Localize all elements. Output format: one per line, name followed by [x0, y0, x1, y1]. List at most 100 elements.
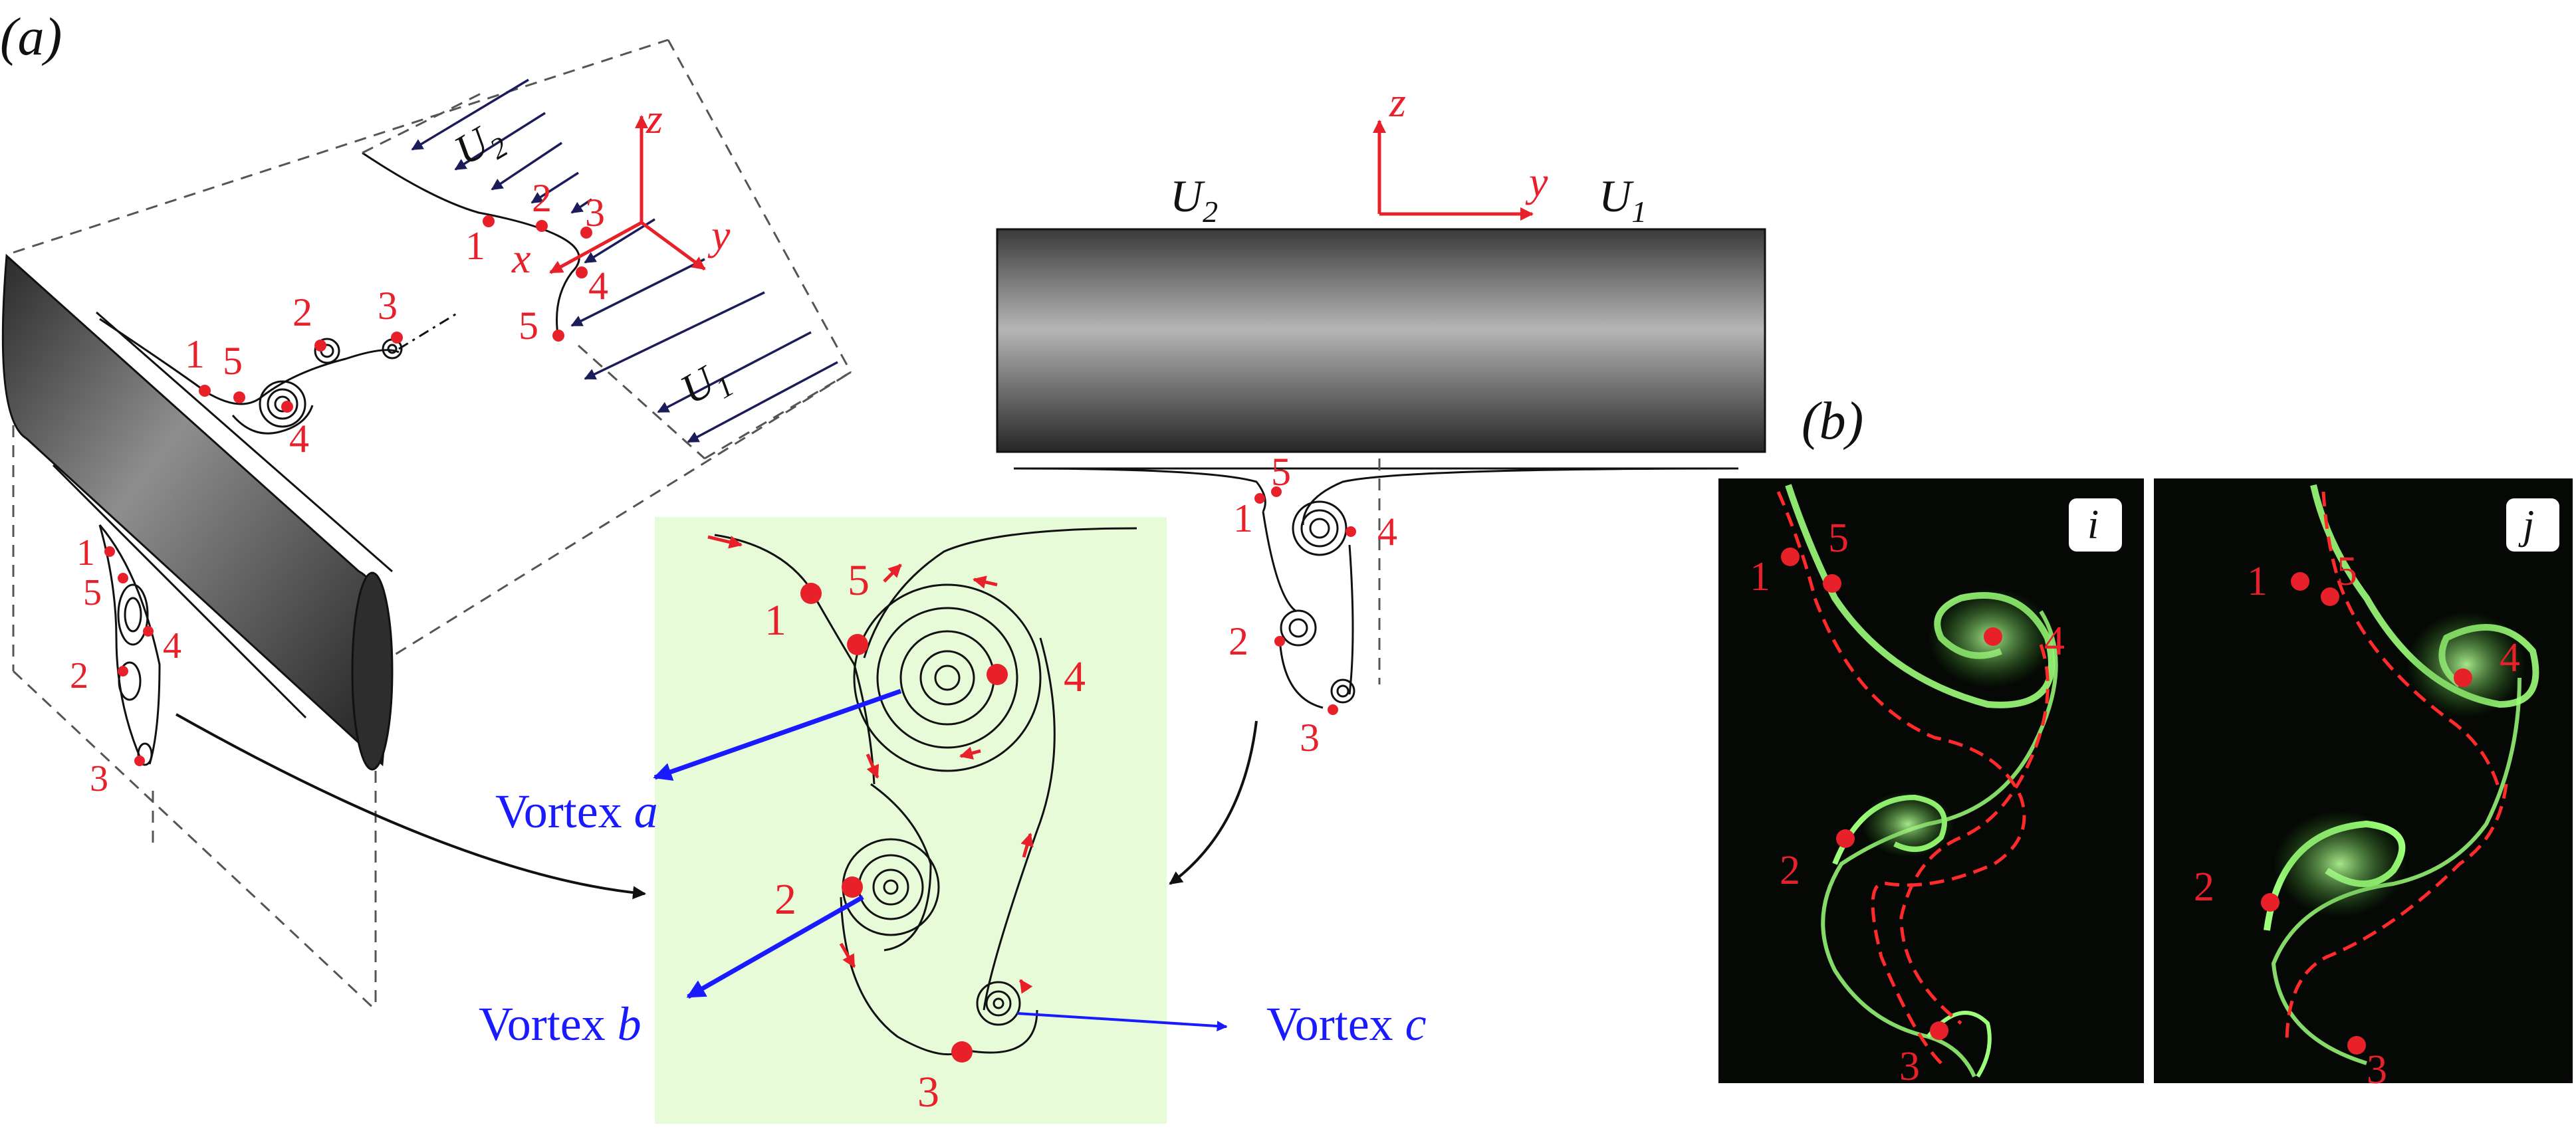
point-1 [1781, 548, 1800, 566]
axis-label-x: x [511, 235, 530, 282]
x-axis-3d [549, 221, 643, 274]
label-point-2: 2 [1780, 848, 1800, 893]
streamline [870, 783, 932, 952]
glow-core [1861, 791, 1954, 857]
spiral-c [993, 997, 1004, 1009]
label-point-4: 4 [1377, 510, 1397, 554]
velocity-label-u1-flat: U1 [1599, 171, 1647, 229]
streamline [840, 896, 965, 1056]
spiral-c [985, 990, 1012, 1017]
direction-arrow [839, 942, 856, 968]
cylinder-side [996, 228, 1766, 453]
point-3 [1930, 1021, 1948, 1040]
label-point-4: 4 [588, 264, 608, 308]
streamline [98, 524, 144, 765]
spiral [1280, 609, 1317, 647]
spiral [1309, 518, 1330, 539]
velocity-label-u2: U2 [447, 111, 514, 181]
spiral [1288, 618, 1308, 638]
dashed-edge [704, 371, 852, 460]
vortex-c-arrow [1016, 1012, 1228, 1032]
label-point-3: 3 [585, 191, 605, 235]
dashed-edge [13, 39, 669, 254]
link-arrow-left [176, 713, 646, 900]
point-5 [1271, 486, 1282, 497]
axis-label-z: z [645, 95, 663, 142]
spiral-b [883, 879, 899, 895]
point-5 [118, 573, 128, 583]
point-2 [118, 666, 128, 676]
label-point-3: 3 [1899, 1044, 1920, 1089]
dashed-edge [577, 344, 706, 460]
point-1 [2291, 572, 2309, 591]
label-point-5: 5 [1828, 516, 1849, 561]
spiral [1336, 684, 1349, 698]
glow-core [2406, 611, 2526, 718]
axis-label-y: y [707, 211, 731, 258]
spiral [137, 742, 153, 766]
spiral-a [853, 583, 1042, 772]
dashed-edge [12, 670, 377, 1011]
flow-arrow-u2 [411, 78, 529, 151]
point-1 [483, 215, 495, 227]
direction-arrow [866, 754, 879, 779]
spiral-b [872, 869, 909, 906]
vortex-c-label: Vortex c [1266, 997, 1427, 1051]
direction-arrow [959, 746, 981, 760]
streamline [98, 524, 161, 765]
velocity-label-u2-flat: U2 [1170, 171, 1218, 229]
flow-arrow-u1 [584, 218, 655, 264]
point-2 [1274, 636, 1285, 647]
streamline [1013, 467, 1266, 512]
axis-label-y-flat: y [1525, 158, 1548, 205]
photo-i-tag [2069, 498, 2122, 552]
cylinder-end-cap [351, 571, 394, 771]
point-2 [1836, 829, 1855, 848]
label-point-1: 1 [1750, 554, 1770, 599]
label-point-4: 4 [163, 625, 181, 667]
point-1 [800, 583, 822, 604]
photo-i-tag-text: i [2087, 502, 2099, 548]
vortex-a-label: Vortex a [495, 785, 658, 838]
point-4 [987, 664, 1008, 685]
dye-streak [1821, 610, 2058, 1078]
streamline [52, 464, 307, 719]
inset-schematic: 1 5 4 2 3 [653, 517, 1228, 1124]
label-point-1: 1 [2247, 559, 2268, 604]
label-point-2: 2 [293, 290, 312, 334]
streamline [1302, 467, 1739, 526]
streamline [99, 318, 400, 405]
point-2 [842, 876, 863, 898]
streamline [231, 405, 314, 435]
inset-background [655, 517, 1167, 1124]
spiral [259, 380, 306, 428]
streamline [96, 311, 393, 573]
direction-arrow [707, 535, 743, 549]
label-point-3: 3 [90, 758, 108, 799]
streak-dashed-path [2285, 783, 2508, 1044]
spiral [117, 583, 149, 646]
point-5 [1823, 574, 1841, 593]
streamline [983, 637, 1056, 1011]
flow-arrow-u1 [657, 331, 812, 413]
point-5 [847, 634, 868, 655]
label-point-4: 4 [2500, 635, 2520, 680]
photo-i-background [1718, 478, 2144, 1083]
direction-arrow [973, 575, 998, 589]
spiral [267, 388, 298, 420]
point-2 [2261, 893, 2280, 912]
label-point-3: 3 [2367, 1047, 2387, 1092]
label-point-5: 5 [519, 304, 538, 348]
point-3 [134, 756, 145, 766]
point-3 [2347, 1036, 2366, 1055]
spiral-a [934, 665, 961, 691]
spiral [1292, 500, 1347, 556]
flow-arrow-u1 [570, 258, 705, 327]
streak-dashed-path [2321, 491, 2502, 791]
label-point-4: 4 [2044, 619, 2065, 664]
streamline [963, 1009, 1038, 1054]
label-point-2: 2 [774, 875, 796, 924]
vortex-b-arrow [686, 894, 864, 999]
point-3 [580, 227, 592, 239]
streamline [1348, 544, 1354, 695]
